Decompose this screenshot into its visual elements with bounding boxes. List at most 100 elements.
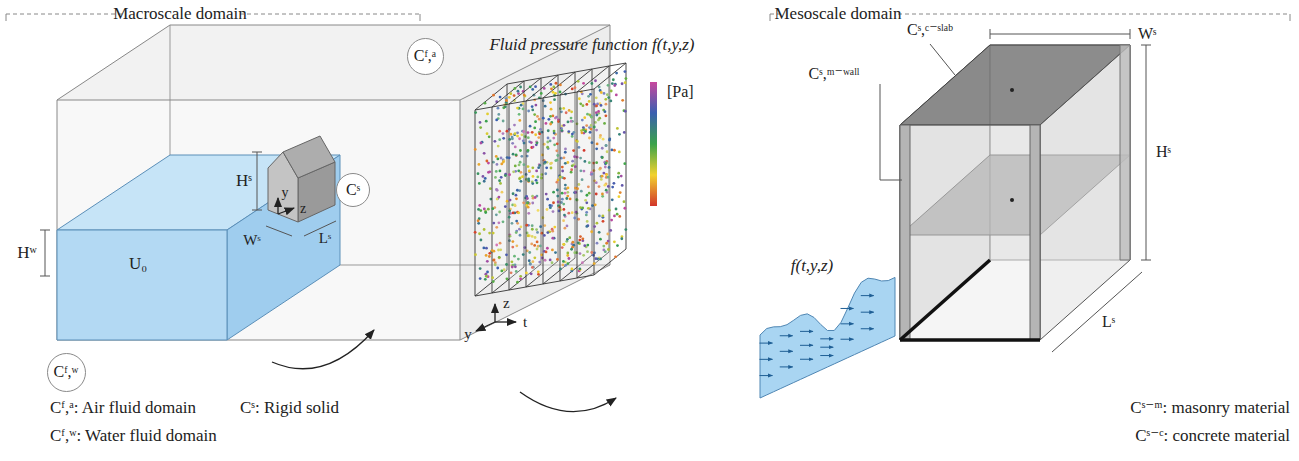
house-roof: [283, 136, 335, 178]
pressure-point: [553, 130, 556, 133]
pressure-point: [618, 151, 621, 154]
pressure-point: [528, 170, 531, 173]
pressure-point: [578, 239, 581, 242]
pressure-point: [611, 82, 614, 85]
pressure-arrow: [800, 359, 813, 360]
rigid-house: [252, 136, 336, 236]
pressure-point: [570, 171, 573, 174]
pressure-point: [617, 176, 620, 179]
dimension-line: [266, 226, 292, 236]
pressure-point: [515, 197, 518, 200]
pressure-point: [621, 184, 624, 187]
pressure-point: [505, 99, 508, 102]
dimension-tick: [1141, 45, 1151, 46]
pressure-point: [551, 114, 554, 117]
pressure-point: [545, 250, 548, 253]
dimension-tick: [1141, 260, 1151, 261]
component-label: Cˢ,ᶜ⁻ˢˡᵃᵇ: [907, 21, 953, 39]
pressure-point: [602, 172, 605, 175]
pressure-point: [534, 85, 537, 88]
axis-label: z: [300, 201, 306, 216]
pressure-point: [532, 175, 535, 178]
front-face: [57, 100, 460, 340]
dimension-tick: [990, 29, 991, 39]
pressure-point: [537, 273, 540, 276]
pressure-point: [523, 94, 526, 97]
pressure-point: [529, 125, 532, 128]
definition-text: Cᶠ,ʷ: Water fluid domain: [50, 427, 217, 446]
pressure-point: [566, 251, 569, 254]
pressure-point: [530, 272, 533, 275]
pressure-point: [597, 110, 600, 113]
pressure-point: [542, 117, 545, 120]
pressure-point: [512, 211, 515, 214]
pressure-point: [562, 243, 565, 246]
pressure-point: [485, 120, 488, 123]
pressure-point: [482, 175, 485, 178]
dimension-label: Lˢ: [319, 230, 331, 247]
pressure-point: [568, 257, 571, 260]
definition-text: Cˢ⁻ᵐ: masonry material: [1130, 399, 1290, 418]
pressure-point: [518, 119, 521, 122]
pressure-point: [478, 232, 481, 235]
pressure-point: [593, 225, 596, 228]
pressure-point: [604, 114, 607, 117]
unit-label: [Pa]: [667, 83, 694, 101]
pressure-point: [517, 211, 520, 214]
cube-edge: [475, 89, 594, 110]
pressure-point: [566, 195, 569, 198]
pressure-point: [615, 72, 618, 75]
pressure-point: [559, 268, 562, 271]
definition-text: Cᶠ,ᵃ: Air fluid domain: [50, 399, 196, 418]
definition-text: Cˢ⁻ᶜ: concrete material: [1135, 427, 1290, 446]
pressure-arrow: [861, 328, 874, 329]
pressure-point: [488, 135, 491, 138]
pressure-point: [484, 278, 487, 281]
flow-arrow: [272, 330, 374, 369]
pressure-point: [547, 118, 550, 121]
pressure-point: [588, 113, 591, 116]
axis-label: z: [503, 295, 510, 312]
pressure-point: [520, 180, 523, 183]
pressure-point: [534, 104, 537, 107]
pressure-point: [489, 187, 492, 190]
pressure-point: [508, 173, 511, 176]
pressure-point: [537, 166, 540, 169]
pressure-point: [579, 268, 582, 271]
slab-dot: [1010, 88, 1014, 92]
pressure-point: [525, 272, 528, 275]
pressure-point: [483, 152, 486, 155]
pressure-point: [569, 198, 572, 201]
pressure-point: [506, 130, 509, 133]
pressure-point: [581, 237, 584, 240]
pressure-point: [549, 83, 552, 86]
pressure-point: [568, 236, 571, 239]
dimension-label: Hʷ: [17, 244, 37, 263]
pressure-point: [583, 160, 586, 163]
pressure-point: [484, 102, 487, 105]
pressure-point: [474, 253, 477, 256]
domain-symbol: Cˢ: [346, 182, 360, 198]
pressure-point: [549, 204, 552, 207]
pressure-point: [536, 241, 539, 244]
axis-label: t: [523, 314, 527, 331]
pressure-point: [527, 131, 530, 134]
pressure-point: [508, 216, 511, 219]
pressure-point: [479, 267, 482, 270]
pressure-point: [590, 230, 593, 233]
dimension-tick: [40, 276, 50, 277]
pressure-point: [527, 201, 530, 204]
pressure-point: [485, 247, 488, 250]
pressure-point: [585, 225, 588, 228]
pressure-point: [552, 91, 555, 94]
pressure-point: [480, 239, 483, 242]
pressure-point: [540, 177, 543, 180]
pressure-point: [600, 104, 603, 107]
pressure-point: [527, 179, 530, 182]
pressure-point: [585, 103, 588, 106]
pressure-point: [478, 204, 481, 207]
pressure-point: [605, 242, 608, 245]
leader-line: [880, 180, 902, 181]
